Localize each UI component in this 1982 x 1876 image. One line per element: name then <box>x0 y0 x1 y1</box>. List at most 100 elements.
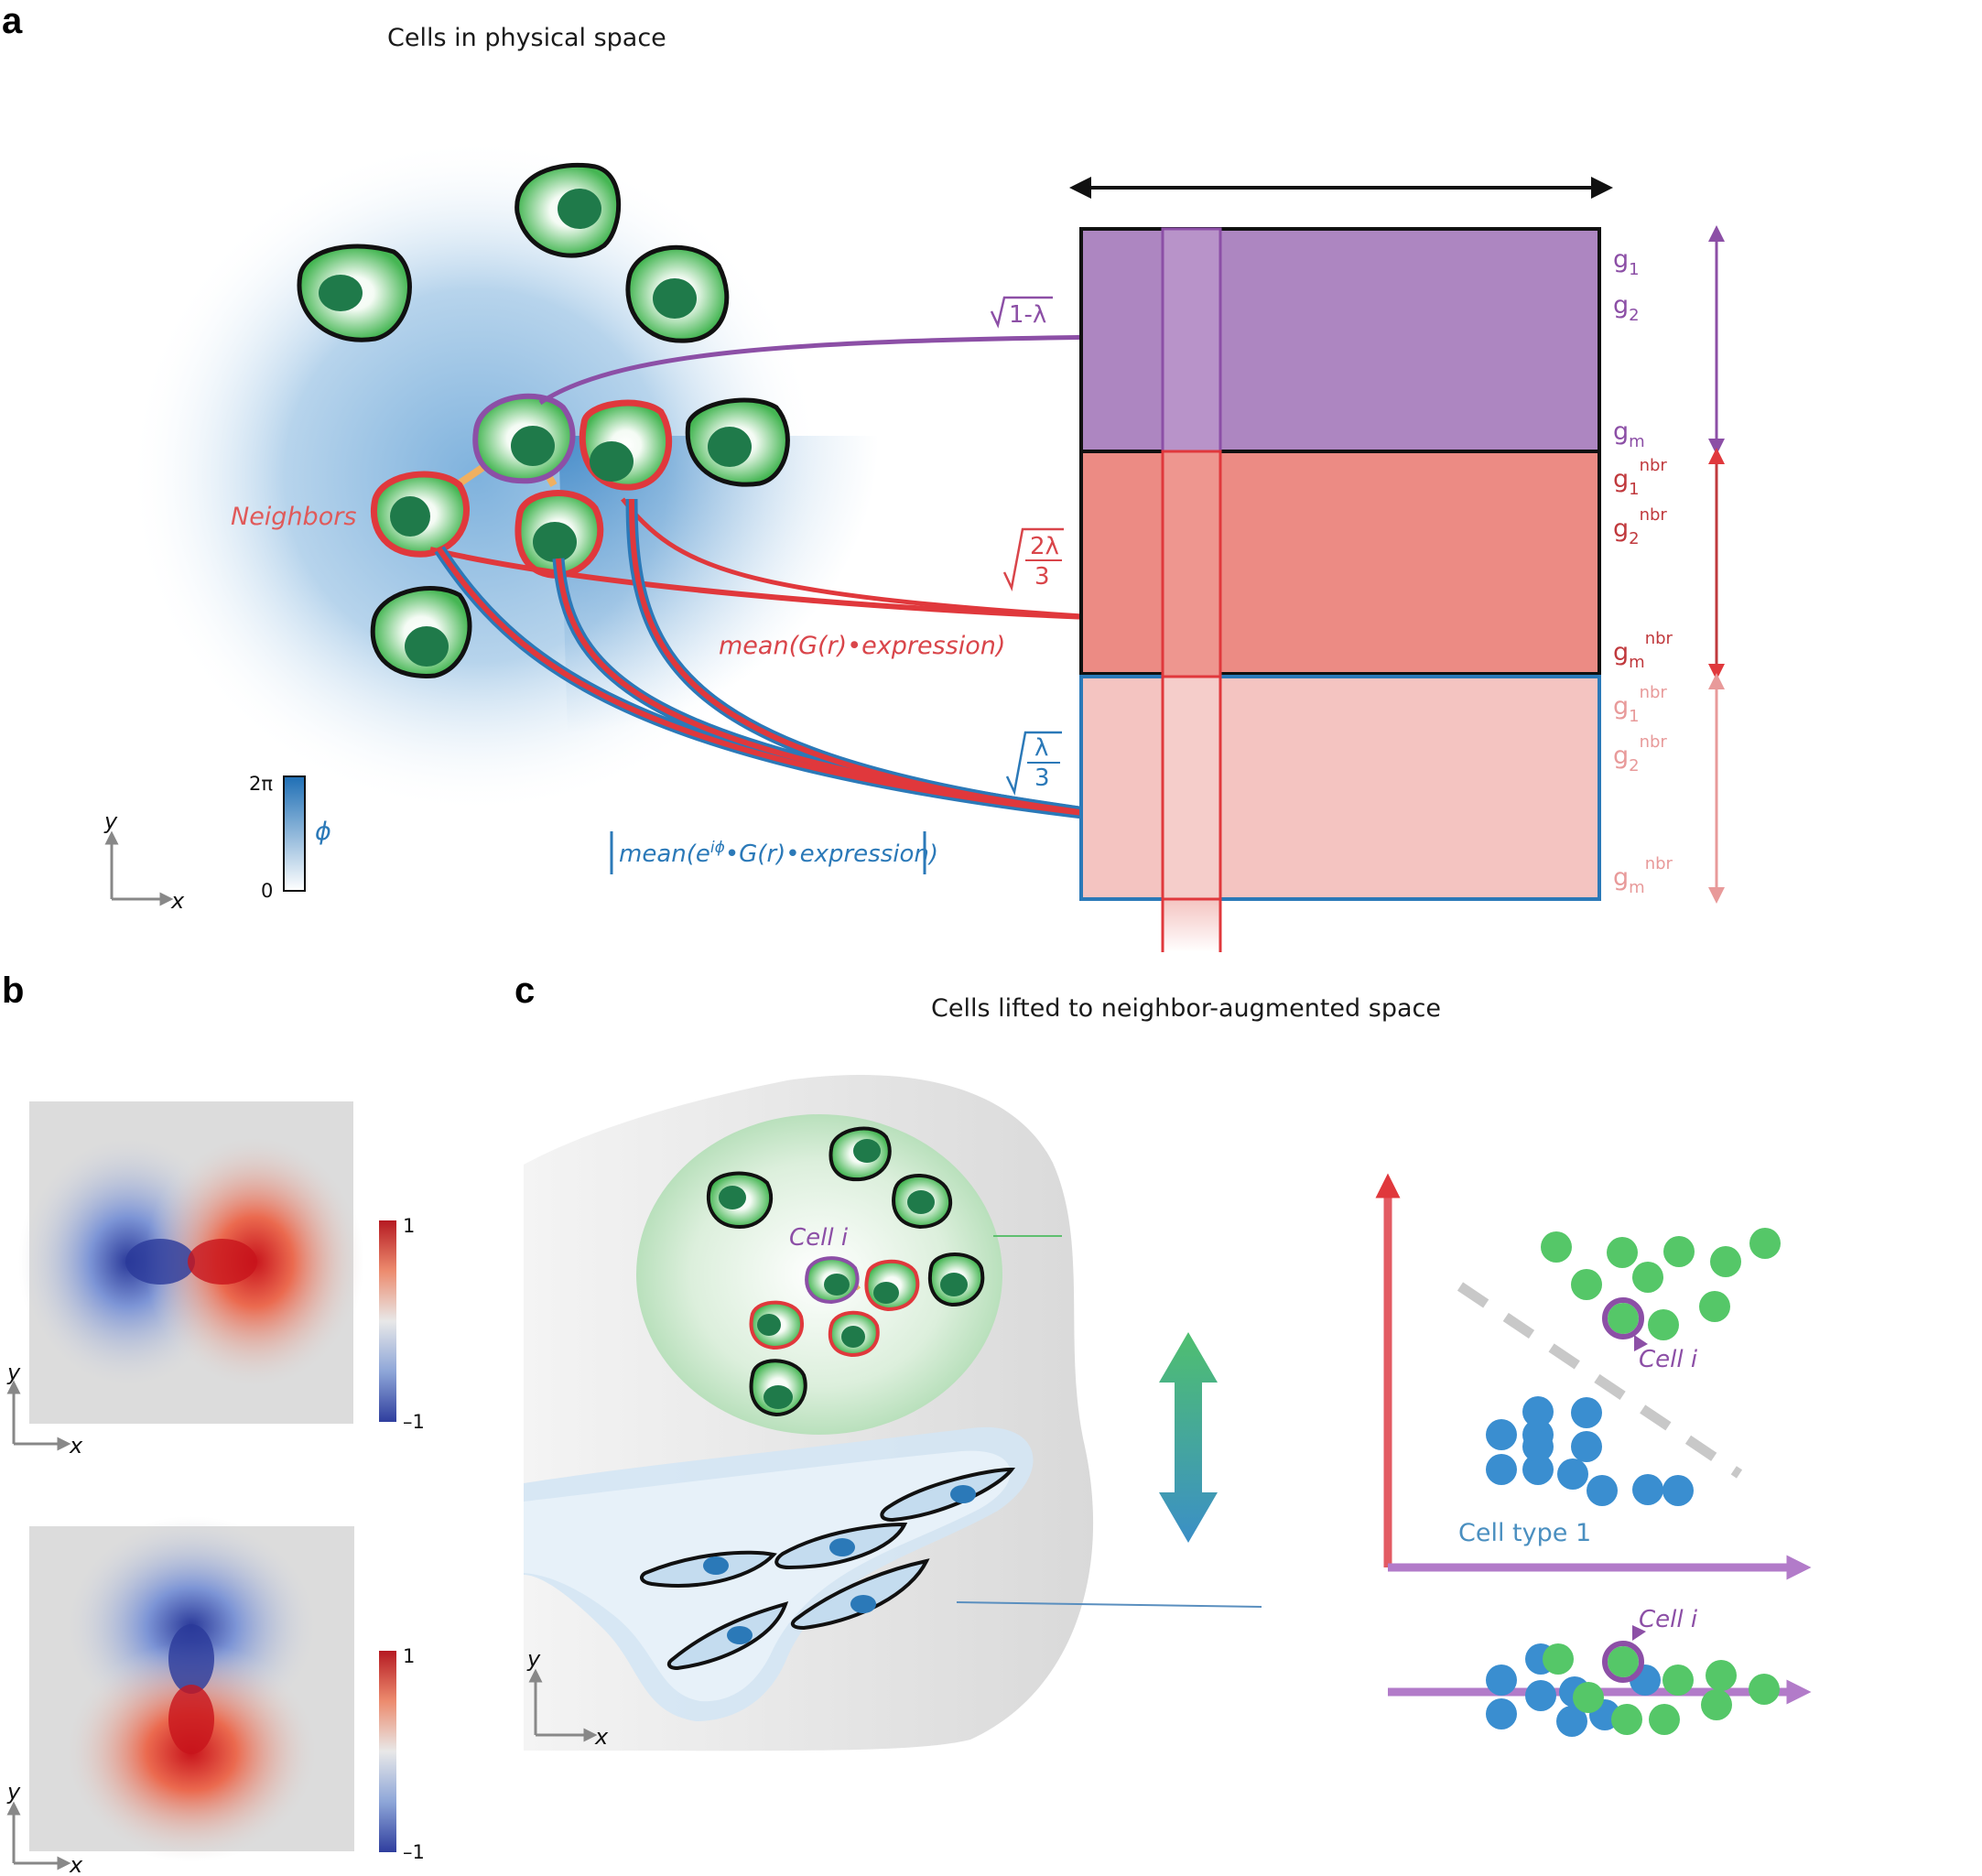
blue-spindle-cell-icon <box>666 1601 789 1671</box>
axes-icon: y x <box>6 1360 83 1459</box>
kernel-plot-bottom <box>29 1516 354 1862</box>
projection-arrows <box>429 323 1129 822</box>
svg-text:g2: g2 <box>1613 291 1640 325</box>
cell-i-label-lifted: Cell i <box>1639 1346 1698 1373</box>
lift-arrow-icon <box>1159 1332 1218 1543</box>
axes-icon: y x <box>103 808 185 914</box>
svg-text:y: y <box>6 1779 21 1805</box>
svg-text:y: y <box>6 1360 21 1385</box>
svg-text:mean(eiϕ•G(r)•expression): mean(eiϕ•G(r)•expression) <box>619 839 938 868</box>
svg-text:gmnbr: gmnbr <box>1613 854 1673 897</box>
weight-sqrt-1: 1-λ <box>990 296 1053 329</box>
cell-column <box>1161 227 1222 453</box>
green-cell-icon <box>685 397 790 487</box>
green-cell-icon <box>749 1359 807 1417</box>
fibroblast-cells <box>640 1467 1016 1671</box>
weight-sqrt-2: 2λ 3 <box>1002 527 1064 592</box>
weight-sqrt-3: λ 3 <box>1005 731 1062 797</box>
kernel-colorbar-bottom: 1 –1 <box>379 1645 425 1863</box>
svg-text:x: x <box>594 1724 609 1750</box>
svg-text:x: x <box>170 888 185 914</box>
mean-expression-label: mean(G(r)•expression) <box>719 632 1005 660</box>
blue-spindle-cell-icon <box>640 1550 777 1588</box>
green-cell-icon <box>370 586 472 678</box>
green-cell-icon <box>625 244 730 343</box>
separator-line <box>1457 1282 1743 1479</box>
green-cell-icon <box>892 1174 953 1230</box>
neighbor-cell-icon <box>749 1300 804 1350</box>
cell-i-marker <box>1602 1297 1644 1339</box>
cell-type-1-label: Cell type 1 <box>1458 1519 1591 1547</box>
svg-text:x: x <box>69 1433 83 1459</box>
kernel-plot-top <box>18 1101 364 1424</box>
blue-points <box>1486 1396 1694 1506</box>
green-cell-icon <box>297 244 412 342</box>
neighbor-cell-icon <box>864 1259 920 1312</box>
neighbor-cell-icon <box>371 471 471 558</box>
feature-matrix <box>1069 177 1613 952</box>
svg-text:2π: 2π <box>249 773 273 795</box>
blue-spindle-cell-icon <box>790 1558 930 1631</box>
phi-colorbar: 2π 0 ϕ <box>249 773 331 902</box>
green-points <box>1541 1228 1781 1340</box>
neighbors-label: Neighbors <box>231 503 356 531</box>
panel-letter-b: b <box>2 971 24 1011</box>
blue-spindle-cell-icon <box>880 1467 1016 1523</box>
arrow-icon <box>429 547 1129 634</box>
projected-scatter: Cell i <box>1388 1606 1812 1737</box>
blue-spindle-cell-icon <box>774 1522 908 1570</box>
cells-lifted <box>706 1126 985 1417</box>
svg-text:gm: gm <box>1613 417 1645 451</box>
center-cell-icon <box>805 1256 860 1305</box>
panel-letter-c: c <box>514 971 535 1011</box>
tissue-shape <box>524 1075 1094 1751</box>
panel-letter-a: a <box>2 1 23 41</box>
green-points <box>1543 1643 1780 1735</box>
neighbor-cell-icon <box>514 490 604 579</box>
svg-text:–1: –1 <box>403 1841 425 1863</box>
axes-icon: y x <box>526 1646 609 1750</box>
svg-text:g2nbr: g2nbr <box>1613 732 1667 775</box>
svg-text:1-λ: 1-λ <box>1009 301 1046 329</box>
svg-text:y: y <box>103 808 118 834</box>
cell-i-label-projected: Cell i <box>1639 1606 1698 1633</box>
svg-text:ϕ: ϕ <box>315 818 331 846</box>
cells-physical <box>297 162 790 678</box>
arrow-icon <box>621 497 1113 621</box>
svg-text:g2nbr: g2nbr <box>1613 505 1667 548</box>
lifted-scatter: Cell i Cell type 1 <box>1375 1173 1812 1580</box>
svg-text:1: 1 <box>403 1645 415 1667</box>
neighbor-cell-icon <box>579 399 673 491</box>
blue-connector <box>956 1601 1262 1608</box>
arrow-icon <box>629 498 1107 822</box>
svg-text:x: x <box>69 1852 83 1876</box>
block-neighbor-phase <box>1079 675 1601 901</box>
svg-text:3: 3 <box>1034 764 1050 792</box>
block-neighbor-mean <box>1079 450 1601 676</box>
title-lifted-space: Cells lifted to neighbor-augmented space <box>931 994 1441 1023</box>
svg-text:g1nbr: g1nbr <box>1613 683 1667 726</box>
svg-text:1: 1 <box>403 1215 415 1237</box>
green-cell-icon <box>928 1252 985 1307</box>
green-cell-icon <box>706 1171 774 1230</box>
svg-text:0: 0 <box>261 880 273 902</box>
green-cell-icon <box>514 162 622 258</box>
svg-text:λ: λ <box>1034 734 1048 762</box>
neighbor-cell-icon <box>828 1310 880 1358</box>
cell-i-label-tissue: Cell i <box>789 1224 849 1252</box>
svg-text:y: y <box>526 1646 541 1672</box>
cell-i-marker <box>1602 1641 1644 1683</box>
svg-text:3: 3 <box>1034 563 1050 591</box>
svg-text:–1: –1 <box>403 1411 425 1433</box>
kernel-colorbar-top: 1 –1 <box>379 1215 425 1433</box>
svg-text:gmnbr: gmnbr <box>1613 629 1673 672</box>
block-expression <box>1079 227 1601 453</box>
green-cell-icon <box>829 1126 892 1182</box>
axes-icon: y x <box>6 1779 83 1876</box>
center-cell-icon <box>472 393 576 484</box>
mean-phase-label: mean(eiϕ•G(r)•expression) <box>610 831 938 874</box>
svg-text:g1nbr: g1nbr <box>1613 456 1667 499</box>
gene-labels: g1 g2 gm g1nbr g2nbr gmnbr g1nbr g2nbr g… <box>1613 245 1673 897</box>
arrow-icon <box>538 323 1126 406</box>
